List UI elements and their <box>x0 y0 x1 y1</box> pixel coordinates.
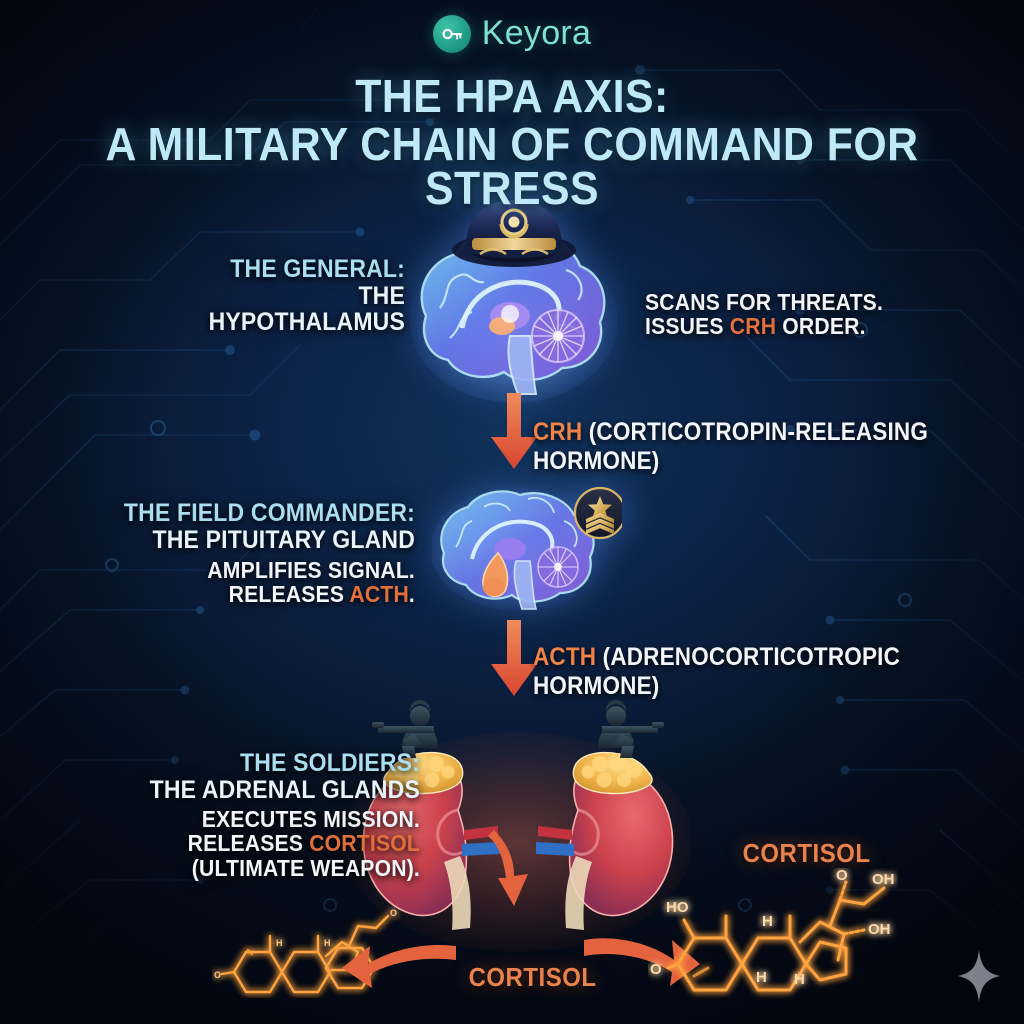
sergeant-rank-badge-icon <box>573 486 622 540</box>
stage-adrenal-role: THE SOLDIERS: <box>239 749 420 777</box>
adrenal-detail-line-3: (ULTIMATE WEAPON). <box>191 854 420 881</box>
stage-pituitary-role: THE FIELD COMMANDER: <box>123 499 415 527</box>
cortisol-highlight: CORTISOL <box>309 830 420 857</box>
crh-abbrev: CRH <box>533 418 583 446</box>
hormone-label-acth: ACTH (ADRENOCORTICOTROPIC HORMONE) <box>533 643 975 701</box>
key-icon <box>432 14 471 53</box>
brand-name: Keyora <box>481 14 592 52</box>
stage-hypothalamus-organ: THE HYPOTHALAMUS <box>208 281 405 336</box>
svg-text:H: H <box>324 938 331 948</box>
svg-text:OH: OH <box>872 871 895 888</box>
adrenal-detail-line-2: RELEASES CORTISOL <box>144 831 420 855</box>
adrenal-gland-right <box>572 751 653 795</box>
detail-post: ORDER. <box>776 313 866 340</box>
crh-expansion: (CORTICOTROPIN-RELEASING HORMONE) <box>533 418 929 475</box>
brain-with-general-cap-art <box>410 200 618 403</box>
hormone-label-crh: CRH (CORTICOTROPIN-RELEASING HORMONE) <box>533 418 975 476</box>
svg-text:O: O <box>214 970 221 980</box>
cortisol-label-center: CORTISOL <box>468 962 597 992</box>
crh-highlight: CRH <box>729 313 777 340</box>
pituitary-detail-line-1: AMPLIFIES SIGNAL. <box>207 557 415 583</box>
acth-highlight: ACTH <box>349 581 409 608</box>
svg-text:O: O <box>650 961 662 978</box>
svg-text:O: O <box>390 908 397 918</box>
svg-text:H: H <box>794 971 805 988</box>
acth-abbrev: ACTH <box>533 643 597 671</box>
brand-logo: Keyora <box>0 14 1024 53</box>
title-line-1: THE HPA AXIS: <box>355 70 669 122</box>
stage-adrenal-organ: THE ADRENAL GLANDS <box>149 775 421 804</box>
cortisol-molecule-right: O HO O OH OH H H H <box>650 868 895 992</box>
adrenal-detail-line-1: EXECUTES MISSION. <box>201 806 420 832</box>
title-line-2: A MILITARY CHAIN OF COMMAND FOR STRESS <box>105 118 919 215</box>
svg-text:OH: OH <box>868 921 891 938</box>
detail-post: . <box>408 581 415 608</box>
page-title: THE HPA AXIS: A MILITARY CHAIN OF COMMAN… <box>0 70 1024 215</box>
stage-pituitary-label: THE FIELD COMMANDER: THE PITUITARY GLAND… <box>121 500 415 607</box>
stage-hypothalamus-detail: SCANS FOR THREATS. ISSUES CRH ORDER. <box>645 290 949 339</box>
stage-hypothalamus-label: THE GENERAL: THE HYPOTHALAMUS <box>161 256 405 336</box>
stage-hypothalamus-role: THE GENERAL: <box>230 255 405 283</box>
detail-pre: ISSUES <box>645 313 730 340</box>
hypothalamus-detail-line-1: SCANS FOR THREATS. <box>645 289 884 315</box>
detail-pre: RELEASES <box>228 581 350 608</box>
svg-text:H: H <box>276 938 283 948</box>
brain-with-pituitary-art <box>432 486 622 611</box>
stage-pituitary-organ: THE PITUITARY GLAND <box>152 525 415 554</box>
cortisol-label-right: CORTISOL <box>742 838 871 868</box>
detail-pre: RELEASES <box>187 830 310 857</box>
hypothalamus-detail-line-2: ISSUES CRH ORDER. <box>645 314 949 338</box>
svg-text:H: H <box>762 913 773 930</box>
svg-text:HO: HO <box>666 899 689 916</box>
pituitary-detail-line-2: RELEASES ACTH. <box>121 582 415 606</box>
svg-text:H: H <box>756 969 767 986</box>
sparkle-star-icon <box>958 950 1000 1002</box>
svg-text:O: O <box>836 868 848 884</box>
stage-adrenal-label: THE SOLDIERS: THE ADRENAL GLANDS EXECUTE… <box>144 750 420 880</box>
arrow-cortisol-left <box>342 944 456 988</box>
